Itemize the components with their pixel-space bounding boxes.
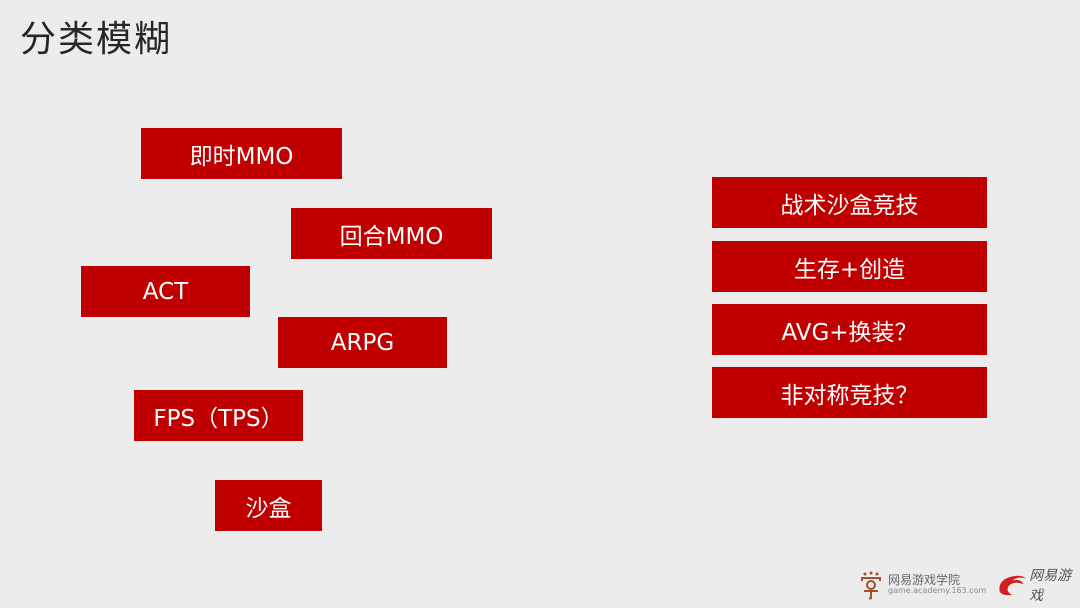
- category-box-tactical-sandbox: 战术沙盒竞技: [712, 177, 987, 228]
- category-box-realtime-mmo: 即时MMO: [141, 128, 342, 179]
- category-box-asymmetric: 非对称竞技？: [712, 367, 987, 418]
- category-box-act: ACT: [81, 266, 250, 317]
- category-box-fps-tps: FPS（TPS）: [134, 390, 303, 441]
- netease-games-logo: 网易游戏: [996, 565, 1080, 605]
- academy-name: 网易游戏学院: [888, 573, 961, 587]
- category-box-turn-based-mmo: 回合MMO: [291, 208, 492, 259]
- category-box-survival-craft: 生存+创造: [712, 241, 987, 292]
- netease-flame-icon: [999, 575, 1027, 596]
- brand-name: 网易游戏: [1029, 568, 1072, 604]
- academy-logo: 网易游戏学院 game.academy.163.com: [860, 570, 986, 600]
- slide-title: 分类模糊: [20, 19, 173, 60]
- footer-logos: 网易游戏学院 game.academy.163.com 网易游戏: [860, 565, 1080, 605]
- category-box-avg-dressup: AVG+换装？: [712, 304, 987, 355]
- category-box-arpg: ARPG: [278, 317, 447, 368]
- academy-seal-icon: [861, 571, 881, 600]
- category-box-sandbox: 沙盒: [215, 480, 322, 531]
- academy-url: game.academy.163.com: [888, 586, 987, 596]
